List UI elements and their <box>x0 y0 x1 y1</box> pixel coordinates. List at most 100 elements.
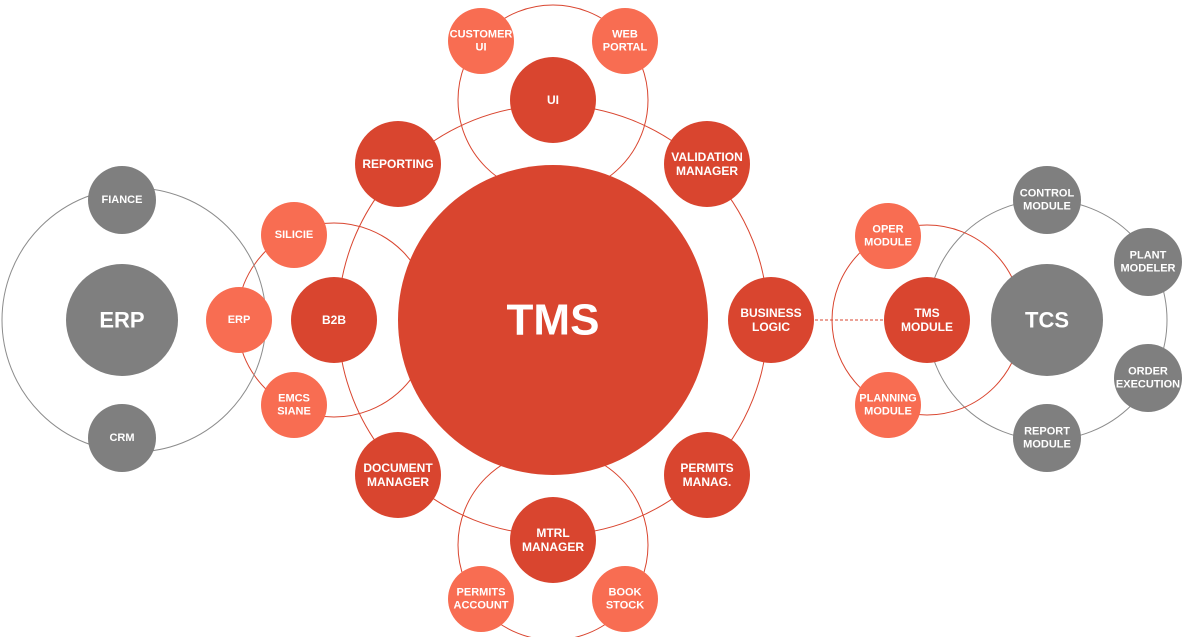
order-execution-label-line2: EXECUTION <box>1116 379 1180 391</box>
control-module-label-line2: MODULE <box>1023 201 1071 213</box>
web-portal-label-line1: WEB <box>612 28 638 40</box>
web-portal-label-line2: PORTAL <box>603 42 648 54</box>
control-module-node: CONTROL MODULE <box>1013 166 1081 234</box>
tms-node: TMS <box>398 165 708 475</box>
document-manager-circle <box>355 432 441 518</box>
order-execution-circle <box>1114 344 1182 412</box>
b2b-label: B2B <box>322 313 346 327</box>
permits-account-circle <box>448 566 514 632</box>
customer-ui-label-line2: UI <box>476 42 487 54</box>
reporting-circle <box>355 121 441 207</box>
erp-link-label: ERP <box>228 314 251 326</box>
emcs-siane-label-line1: EMCS <box>278 392 310 404</box>
ui-label: UI <box>547 93 559 107</box>
report-module-circle <box>1013 404 1081 472</box>
silicie-circle <box>261 202 327 268</box>
erp-link-circle <box>206 287 272 353</box>
planning-module-label-line2: MODULE <box>864 406 912 418</box>
mtrl-manager-label-line2: MANAGER <box>522 540 584 554</box>
oper-module-label-line1: OPER <box>872 223 903 235</box>
erp-label: ERP <box>99 308 144 333</box>
tcs-label: TCS <box>1025 308 1069 333</box>
silicie-label: SILICIE <box>275 229 314 241</box>
b2b-node: B2B <box>291 277 377 363</box>
report-module-label-line1: REPORT <box>1024 425 1070 437</box>
business-logic-circle <box>728 277 814 363</box>
planning-module-node: PLANNING MODULE <box>855 372 921 438</box>
mtrl-manager-label-line1: MTRL <box>536 526 569 540</box>
ui-circle <box>510 57 596 143</box>
silicie-node: SILICIE <box>261 202 327 268</box>
emcs-siane-node: EMCS SIANE <box>261 372 327 438</box>
tcs-node: TCS <box>991 264 1103 376</box>
business-logic-label-line1: BUSINESS <box>740 306 801 320</box>
fiance-node: FIANCE <box>88 166 156 234</box>
emcs-siane-circle <box>261 372 327 438</box>
oper-module-label-line2: MODULE <box>864 237 912 249</box>
permits-account-label-line2: ACCOUNT <box>454 600 509 612</box>
plant-modeler-circle <box>1114 228 1182 296</box>
fiance-label: FIANCE <box>102 194 143 206</box>
plant-modeler-label-line1: PLANT <box>1130 249 1167 261</box>
document-manager-label-line2: MANAGER <box>367 475 429 489</box>
control-module-circle <box>1013 166 1081 234</box>
crm-node: CRM <box>88 404 156 472</box>
customer-ui-label-line1: CUSTOMER <box>450 28 513 40</box>
erp-link-node: ERP <box>206 287 272 353</box>
permits-account-label-line1: PERMITS <box>457 586 506 598</box>
erp-circle <box>66 264 178 376</box>
tms-label: TMS <box>507 296 600 345</box>
book-stock-label-line1: BOOK <box>609 586 642 598</box>
tcs-circle <box>991 264 1103 376</box>
nodes: TMS UI CUSTOMER UI WEB PORTAL REPORTING VALIDAT… <box>66 8 1182 632</box>
book-stock-circle <box>592 566 658 632</box>
tms-module-label-line2: MODULE <box>901 320 953 334</box>
customer-ui-node: CUSTOMER UI <box>448 8 514 74</box>
reporting-node: REPORTING <box>355 121 441 207</box>
business-logic-label-line2: LOGIC <box>752 320 790 334</box>
mtrl-manager-circle <box>510 497 596 583</box>
oper-module-node: OPER MODULE <box>855 203 921 269</box>
customer-ui-circle <box>448 8 514 74</box>
tms-module-label-line1: TMS <box>914 306 939 320</box>
permits-manag-label-line1: PERMITS <box>680 461 733 475</box>
tms-circle <box>398 165 708 475</box>
validation-manager-circle <box>664 121 750 207</box>
fiance-circle <box>88 166 156 234</box>
planning-module-circle <box>855 372 921 438</box>
report-module-label-line2: MODULE <box>1023 439 1071 451</box>
book-stock-node: BOOK STOCK <box>592 566 658 632</box>
crm-label: CRM <box>109 432 134 444</box>
erp-node: ERP <box>66 264 178 376</box>
order-execution-node: ORDER EXECUTION <box>1114 344 1182 412</box>
oper-module-circle <box>855 203 921 269</box>
web-portal-node: WEB PORTAL <box>592 8 658 74</box>
validation-manager-label-line2: MANAGER <box>676 164 738 178</box>
permits-manag-circle <box>664 432 750 518</box>
planning-module-label-line1: PLANNING <box>859 392 916 404</box>
ui-node: UI <box>510 57 596 143</box>
plant-modeler-node: PLANT MODELER <box>1114 228 1182 296</box>
emcs-siane-label-line2: SIANE <box>277 406 311 418</box>
book-stock-label-line2: STOCK <box>606 600 644 612</box>
order-execution-label-line1: ORDER <box>1128 365 1168 377</box>
document-manager-label-line1: DOCUMENT <box>363 461 433 475</box>
reporting-label: REPORTING <box>362 157 433 171</box>
plant-modeler-label-line2: MODELER <box>1121 263 1176 275</box>
report-module-node: REPORT MODULE <box>1013 404 1081 472</box>
validation-manager-label-line1: VALIDATION <box>671 150 743 164</box>
tms-module-circle <box>884 277 970 363</box>
b2b-circle <box>291 277 377 363</box>
control-module-label-line1: CONTROL <box>1020 187 1075 199</box>
web-portal-circle <box>592 8 658 74</box>
crm-circle <box>88 404 156 472</box>
permits-manag-label-line2: MANAG. <box>683 475 732 489</box>
permits-account-node: PERMITS ACCOUNT <box>448 566 514 632</box>
